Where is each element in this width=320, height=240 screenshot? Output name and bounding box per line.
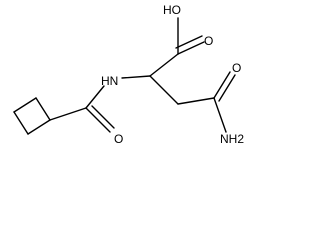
cyclobutane-ring xyxy=(13,97,51,135)
amide-c-n-bond xyxy=(213,97,227,133)
ring-bond-left xyxy=(13,111,29,135)
primary-amide-double-bond xyxy=(213,71,236,102)
carboxyl-o-label: O xyxy=(204,34,213,48)
ch2-to-amide-carbon-bond xyxy=(177,97,215,105)
carbonyl-to-nh-bond xyxy=(85,85,105,109)
ring-to-carbonyl-bond xyxy=(49,107,87,121)
structure-diagram: HO O HN O O NH2 xyxy=(13,3,244,146)
alpha-to-ch2-bond xyxy=(149,75,179,105)
ring-bond-top xyxy=(13,97,37,113)
ring-bond-right xyxy=(35,97,51,121)
nh-to-alpha-bond xyxy=(121,75,151,79)
amide-nh-label: HN xyxy=(101,74,118,88)
primary-amide-nh2-label: NH2 xyxy=(220,132,244,146)
carboxyl-oh-label: HO xyxy=(163,3,181,17)
carboxyl-double-bond xyxy=(175,35,205,55)
amide-carbonyl-double-bond xyxy=(85,105,115,133)
primary-amide-o-label: O xyxy=(232,61,241,75)
ring-bond-bottom xyxy=(27,119,51,135)
alpha-to-carboxyl-bond xyxy=(149,53,179,77)
amide-o-label: O xyxy=(114,132,123,146)
